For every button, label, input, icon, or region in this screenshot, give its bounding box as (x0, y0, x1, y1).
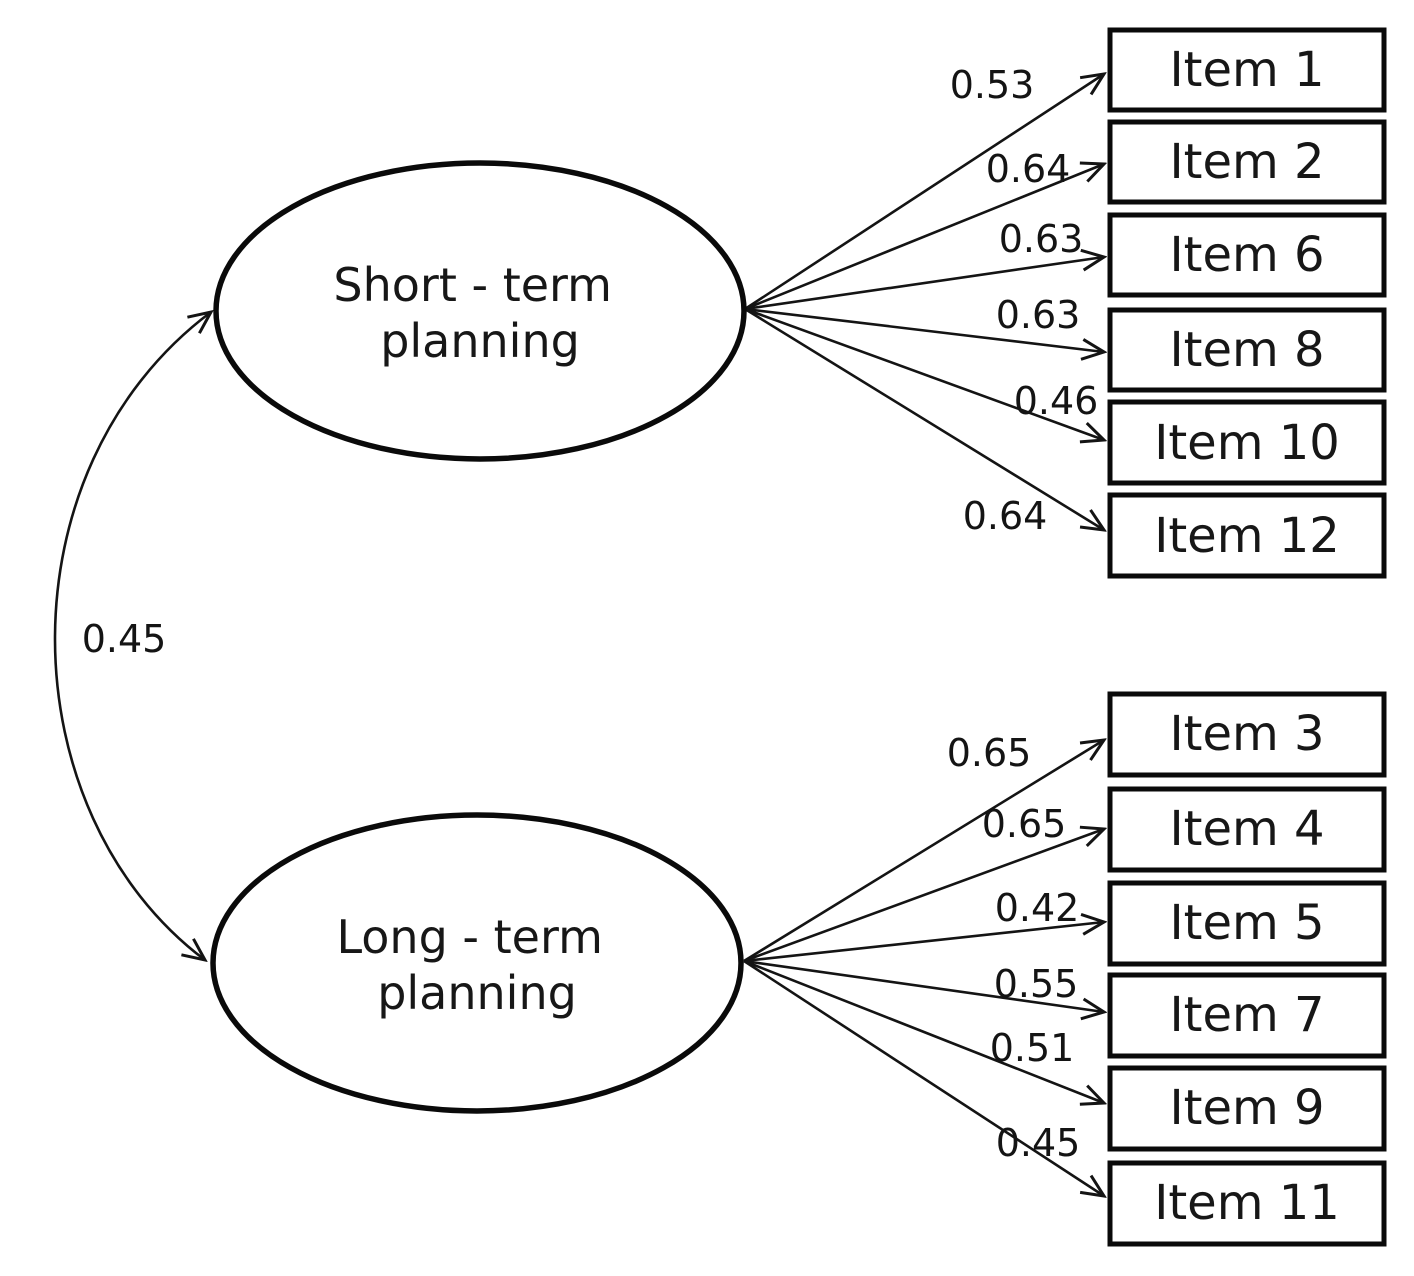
item-box (1107, 399, 1387, 486)
loading-arrow (744, 307, 1104, 440)
item-label: Item 2 (1169, 134, 1324, 190)
short-term-item-boxes: Item 1 Item 2 Item 6 Item 8 Item 10 Item… (1107, 27, 1387, 579)
long-term-loading-arrows (743, 740, 1104, 1196)
loading-value: 0.46 (1014, 379, 1099, 423)
loading-arrow (744, 164, 1104, 311)
item-label: Item 10 (1154, 415, 1340, 471)
item-box (1107, 27, 1387, 113)
loading-arrow (743, 959, 1104, 1196)
factor-label-line: planning (377, 966, 577, 1020)
factor-label-line: Short - term (333, 258, 612, 312)
covariance-arrow (53, 312, 211, 960)
loading-arrow (743, 959, 1104, 1012)
loading-value: 0.65 (947, 731, 1032, 775)
factor-ellipse-long-term (210, 812, 744, 1114)
item-box (1107, 492, 1387, 579)
item-label: Item 11 (1154, 1175, 1340, 1231)
factor-label-line: planning (380, 314, 580, 368)
loading-arrow (743, 922, 1104, 963)
factor-label-long-term: Long - term planning (336, 910, 617, 1020)
loading-arrow (744, 307, 1104, 530)
item-box (1107, 307, 1387, 393)
item-box (1107, 880, 1387, 967)
item-box (1107, 786, 1387, 873)
item-label: Item 7 (1169, 987, 1324, 1043)
item-box (1107, 119, 1387, 205)
short-term-loading-arrows (744, 74, 1104, 530)
item-box (1107, 972, 1387, 1059)
loading-value: 0.65 (982, 802, 1067, 846)
item-box (1107, 1160, 1387, 1247)
item-label: Item 6 (1169, 227, 1324, 283)
loading-value: 0.45 (996, 1121, 1081, 1165)
loading-value: 0.42 (995, 886, 1080, 930)
covariance-value: 0.45 (82, 617, 167, 661)
loading-value: 0.53 (950, 63, 1035, 107)
factor-label-short-term: Short - term planning (333, 258, 626, 368)
loading-arrow (743, 829, 1104, 963)
item-label: Item 1 (1169, 42, 1324, 98)
loading-arrow (743, 740, 1104, 963)
item-box (1107, 1065, 1387, 1152)
item-label: Item 9 (1169, 1080, 1324, 1136)
item-label: Item 12 (1154, 508, 1340, 564)
item-label: Item 4 (1169, 801, 1324, 857)
loading-arrow (744, 257, 1104, 311)
item-label: Item 3 (1169, 706, 1324, 762)
loading-value: 0.55 (994, 962, 1079, 1006)
loading-value: 0.63 (996, 293, 1081, 337)
loading-value: 0.64 (986, 147, 1071, 191)
loading-value: 0.51 (990, 1026, 1075, 1070)
loading-arrow (744, 74, 1104, 311)
loading-value: 0.63 (999, 217, 1084, 261)
item-label: Item 8 (1169, 322, 1324, 378)
long-term-item-boxes: Item 3 Item 4 Item 5 Item 7 Item 9 Item … (1107, 691, 1387, 1247)
loading-arrow (744, 307, 1104, 352)
long-term-loading-values: 0.65 0.65 0.42 0.55 0.51 0.45 (947, 731, 1081, 1165)
loading-arrow (743, 959, 1104, 1103)
item-label: Item 5 (1169, 895, 1324, 951)
factor-label-line: Long - term (336, 910, 602, 964)
loading-value: 0.64 (963, 494, 1048, 538)
item-box (1107, 691, 1387, 778)
short-term-loading-values: 0.53 0.64 0.63 0.63 0.46 0.64 (950, 63, 1099, 538)
factor-ellipse-short-term (213, 160, 747, 462)
item-box (1107, 212, 1387, 298)
